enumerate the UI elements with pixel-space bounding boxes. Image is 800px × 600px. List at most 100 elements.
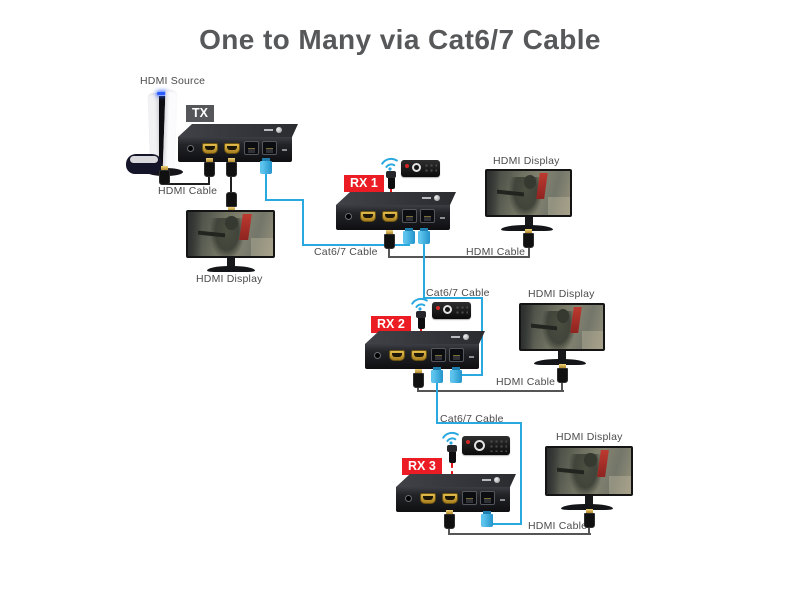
cat-cable-rx2-rx3 [520, 422, 522, 525]
rj45-port [244, 141, 259, 155]
tx-extender-box [178, 124, 298, 162]
tx-hdmi-cable-label: HDMI Cable [158, 185, 218, 197]
remote-control [401, 160, 440, 177]
rx1-badge: RX 1 [344, 175, 384, 192]
hdmi-cable-rx1-run [388, 256, 530, 258]
remote-control [432, 302, 471, 319]
brand-logo [451, 334, 469, 340]
box-front-face [336, 205, 450, 230]
hdmi-cable-rx3-run [448, 533, 591, 535]
rx1-hdmi-cable-label: HDMI Cable [466, 246, 526, 258]
hdmi-plug [523, 229, 534, 248]
rj45-port [480, 491, 495, 505]
rj45-port [449, 348, 464, 362]
box-front-face [178, 137, 292, 162]
hdmi-port [382, 211, 398, 222]
hdmi-source-label: HDMI Source [140, 75, 206, 87]
screen-game-art [188, 212, 273, 256]
hdmi-cable-rx1-run [388, 248, 390, 258]
ir-receiver [416, 311, 426, 318]
rx3-badge: RX 3 [402, 458, 442, 475]
power-port [345, 213, 352, 220]
box-top-face [178, 124, 298, 137]
ir-signal-icon [381, 157, 398, 171]
port-marking [282, 149, 287, 151]
screen-game-art [547, 448, 631, 494]
hdmi-port [224, 143, 240, 154]
hdmi-port [420, 493, 436, 504]
rj45-port [462, 491, 477, 505]
box-front-face [396, 487, 510, 512]
rx1-extender-box [336, 192, 456, 230]
cat-cable-rx2-rx3 [436, 383, 438, 424]
power-port [374, 352, 381, 359]
remote-control [462, 436, 510, 455]
remote-ok-button [412, 163, 421, 172]
hdmi-plug [226, 192, 237, 211]
rx2-extender-box [365, 331, 485, 369]
ir-receiver [388, 178, 395, 189]
rx1-cat-cable-label: Cat6/7 Cable [314, 246, 378, 258]
tx-badge: TX [186, 105, 214, 122]
cat-cable-rx2-rx3 [492, 523, 522, 525]
power-port [405, 495, 412, 502]
hdmi-plug [226, 158, 237, 177]
ir-signal-icon [442, 431, 459, 445]
remote-keypad [489, 439, 507, 452]
cat-cable-rx1-rx2 [423, 243, 425, 299]
hdmi-plug [413, 369, 424, 388]
hdmi-port [360, 211, 376, 222]
cat6-plug [403, 228, 415, 244]
hdmi-plug [204, 158, 215, 177]
cat6-plug [481, 511, 493, 527]
brand-logo [422, 195, 440, 201]
power-port [187, 145, 194, 152]
console-right-panel [162, 89, 178, 177]
ir-receiver [418, 318, 425, 329]
cat-cable-rx1-rx2 [462, 374, 483, 376]
hdmi-cable-rx3-run [588, 527, 590, 535]
cat6-plug [450, 367, 462, 383]
hdmi-cable-rx2-run [561, 382, 563, 392]
hdmi-plug [584, 509, 595, 528]
hdmi-cable-rx2-run [417, 390, 564, 392]
ir-receiver [449, 452, 456, 463]
rx3-display-label: HDMI Display [556, 431, 623, 443]
port-marking [500, 499, 505, 501]
hdmi-plug [384, 230, 395, 249]
hdmi-cable-source-run [166, 183, 210, 185]
rx3-extender-box [396, 474, 516, 512]
cat-cable-tx-rx1 [302, 244, 410, 246]
box-front-face [365, 344, 479, 369]
box-top-face [396, 474, 516, 487]
cat6-plug [418, 228, 430, 244]
hdmi-port [202, 143, 218, 154]
rx3-cat-cable-label: Cat6/7 Cable [440, 413, 504, 425]
box-top-face [336, 192, 456, 205]
hdmi-port [389, 350, 405, 361]
rx2-hdmi-cable-label: HDMI Cable [496, 376, 556, 388]
ir-signal-icon [411, 297, 428, 311]
hdmi-cable-tx-display-drop [230, 176, 232, 193]
port-marking [440, 217, 445, 219]
brand-logo [264, 127, 282, 133]
hdmi-cable-source-drop [208, 176, 210, 185]
cat6-plug [260, 158, 272, 174]
rj45-port [262, 141, 277, 155]
rx1-display-label: HDMI Display [493, 155, 560, 167]
hdmi-cable-rx1-run [528, 247, 530, 258]
console-power-light [157, 92, 167, 95]
rx2-badge: RX 2 [371, 316, 411, 333]
remote-power-button [436, 306, 440, 310]
cat-cable-rx2-rx3 [436, 422, 522, 424]
hdmi-plug [444, 510, 455, 529]
cat-cable-tx-rx1 [265, 173, 267, 201]
tx-display-label: HDMI Display [196, 273, 263, 285]
remote-keypad [455, 305, 468, 316]
rx3-hdmi-cable-label: HDMI Cable [528, 520, 588, 532]
cat6-plug [431, 367, 443, 383]
cat-cable-rx1-rx2 [423, 297, 483, 299]
port-marking [469, 356, 474, 358]
hdmi-plug [159, 166, 170, 185]
